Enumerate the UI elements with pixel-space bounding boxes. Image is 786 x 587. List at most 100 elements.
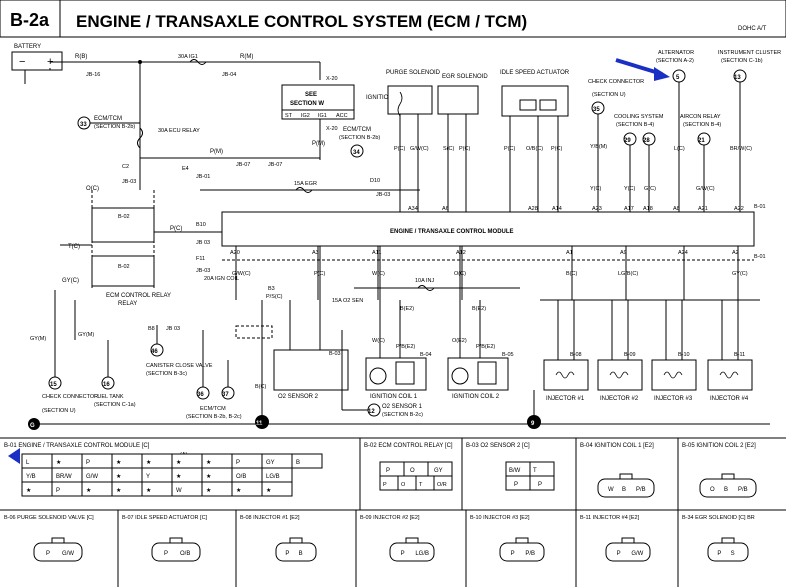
svg-text:JB 03: JB 03	[196, 240, 210, 246]
b02-pin-label: P	[383, 482, 387, 488]
svg-text:W(C): W(C)	[372, 271, 385, 277]
svg-text:(SECTION B-2c): (SECTION B-2c)	[382, 412, 423, 418]
svg-text:B-01: B-01	[754, 204, 766, 210]
ecm-pin-a2: A2	[732, 250, 739, 256]
b08-conn-housing	[275, 542, 317, 562]
svg-text:CHECK CONNECTOR: CHECK CONNECTOR	[42, 394, 98, 400]
ground-9	[527, 415, 541, 429]
b03-pin-label: T	[533, 468, 537, 474]
svg-text:(SECTION B-2b): (SECTION B-2b)	[339, 135, 380, 141]
svg-text:B-01: B-01	[754, 254, 766, 260]
ecm-pin-a34: A34	[408, 206, 418, 212]
injector-3	[651, 359, 697, 391]
svg-text:BR/W(C): BR/W(C)	[730, 146, 752, 152]
ecm-pin-a17: A17	[624, 206, 634, 212]
svg-text:36: 36	[197, 392, 204, 398]
ecm-pin-a3: A3	[312, 250, 319, 256]
svg-text:JB-03: JB-03	[376, 192, 390, 198]
svg-text:Y(C): Y(C)	[590, 186, 601, 192]
b01-pin-label: Y/B	[26, 474, 36, 480]
svg-text:(SECTION B-4): (SECTION B-4)	[683, 122, 721, 128]
b10-conn-housing	[499, 542, 545, 562]
ecm-pin-a6: A6	[442, 206, 449, 212]
svg-text:O(C): O(C)	[454, 271, 466, 277]
svg-text:15: 15	[50, 382, 57, 388]
ign-term-ig2: IG2	[301, 113, 310, 119]
svg-text:JB 03: JB 03	[166, 326, 180, 332]
purge-solenoid	[387, 85, 433, 115]
svg-text:Y/B(M): Y/B(M)	[590, 144, 607, 150]
svg-text:P(C): P(C)	[314, 271, 325, 277]
svg-text:P(C): P(C)	[394, 146, 405, 152]
b02-pin-label: P	[386, 468, 390, 474]
svg-text:B10: B10	[196, 222, 206, 228]
page-title: ENGINE / TRANSAXLE CONTROL SYSTEM (ECM /…	[76, 12, 527, 31]
svg-text:B(E2): B(E2)	[400, 306, 414, 312]
b01-pin-label: ★	[176, 473, 181, 480]
svg-text:X-20: X-20	[326, 126, 338, 132]
ecm-pin-a20: A20	[230, 250, 240, 256]
svg-text:(SECTION B-2b): (SECTION B-2b)	[94, 124, 135, 130]
b01-pin-label: ★	[56, 459, 61, 466]
svg-text:(SECTION U): (SECTION U)	[42, 408, 76, 414]
svg-text:12: 12	[368, 409, 375, 415]
b03-title: B-03 O2 SENSOR 2 [C]	[466, 443, 530, 449]
svg-text:B-11: B-11	[734, 352, 745, 358]
ecm-pin-a12: A12	[456, 250, 466, 256]
b11-conn-housing	[605, 542, 651, 562]
svg-text:B-09: B-09	[624, 352, 636, 358]
wire-rb: R(B)	[75, 54, 87, 60]
b01-pin-label: ★	[266, 487, 271, 494]
b03-pin-label: P	[514, 482, 518, 488]
svg-text:(SECTION C-1a): (SECTION C-1a)	[94, 402, 136, 408]
svg-text:B-10: B-10	[678, 352, 690, 358]
b01-pin-label: ★	[146, 459, 151, 466]
svg-text:35: 35	[593, 107, 600, 113]
b02-pin-label: O	[401, 482, 406, 488]
fuse-ig1: 30A IG1	[178, 54, 198, 60]
svg-text:P/B(E2): P/B(E2)	[476, 344, 495, 350]
svg-text:O2 SENSOR 1: O2 SENSOR 1	[382, 404, 423, 410]
b34-conn-housing	[707, 542, 749, 562]
engine-variant: DOHC A/T	[738, 26, 767, 32]
svg-text:5: 5	[676, 75, 680, 81]
svg-text:C2: C2	[122, 164, 129, 170]
ign-term-acc: ACC	[336, 113, 348, 119]
b03-pin-label: P	[538, 482, 542, 488]
b07-conn-pin-label: P	[164, 551, 168, 557]
b04-conn-pin-label: B	[622, 487, 626, 493]
svg-text:33: 33	[80, 122, 87, 128]
b05-conn-pin-label: P/B	[738, 487, 748, 493]
b01-pin-label: ★	[206, 487, 211, 494]
b34-conn-pin-label: P	[717, 551, 721, 557]
coil2-label: IGNITION COIL 2	[452, 394, 500, 400]
svg-text:COOLING SYSTEM: COOLING SYSTEM	[614, 114, 664, 120]
ecm-pin-a9: A9	[620, 250, 627, 256]
svg-text:FUEL TANK: FUEL TANK	[94, 394, 124, 400]
svg-text:JB-07: JB-07	[268, 162, 282, 168]
svg-text:AIRCON RELAY: AIRCON RELAY	[680, 114, 721, 120]
ecm-pin-a14: A14	[552, 206, 562, 212]
o2-sensor-2	[273, 349, 349, 391]
b01-pin-label: B	[296, 460, 300, 466]
svg-text:L(C): L(C)	[674, 146, 685, 152]
svg-text:B8: B8	[148, 326, 155, 332]
b01-pin-label: LG/B	[266, 474, 280, 480]
injector-1-label: INJECTOR #1	[546, 396, 585, 402]
b01-pin-label: ★	[206, 459, 211, 466]
ecm-relay-bottom	[91, 255, 155, 287]
ecm-pin-a21: A21	[698, 206, 708, 212]
b08-conn-pin-label: B	[299, 551, 303, 557]
svg-text:B-04: B-04	[420, 352, 432, 358]
svg-text:16: 16	[103, 382, 110, 388]
ign-section: SECTION W	[290, 101, 324, 107]
svg-text:P(C): P(C)	[459, 146, 470, 152]
b01-pin-label: ★	[236, 487, 241, 494]
o2s2-label: O2 SENSOR 2	[278, 394, 319, 400]
b01-pin-label: O/B	[236, 474, 246, 480]
svg-text:B(C): B(C)	[566, 271, 577, 277]
svg-text:B-02: B-02	[118, 264, 130, 270]
